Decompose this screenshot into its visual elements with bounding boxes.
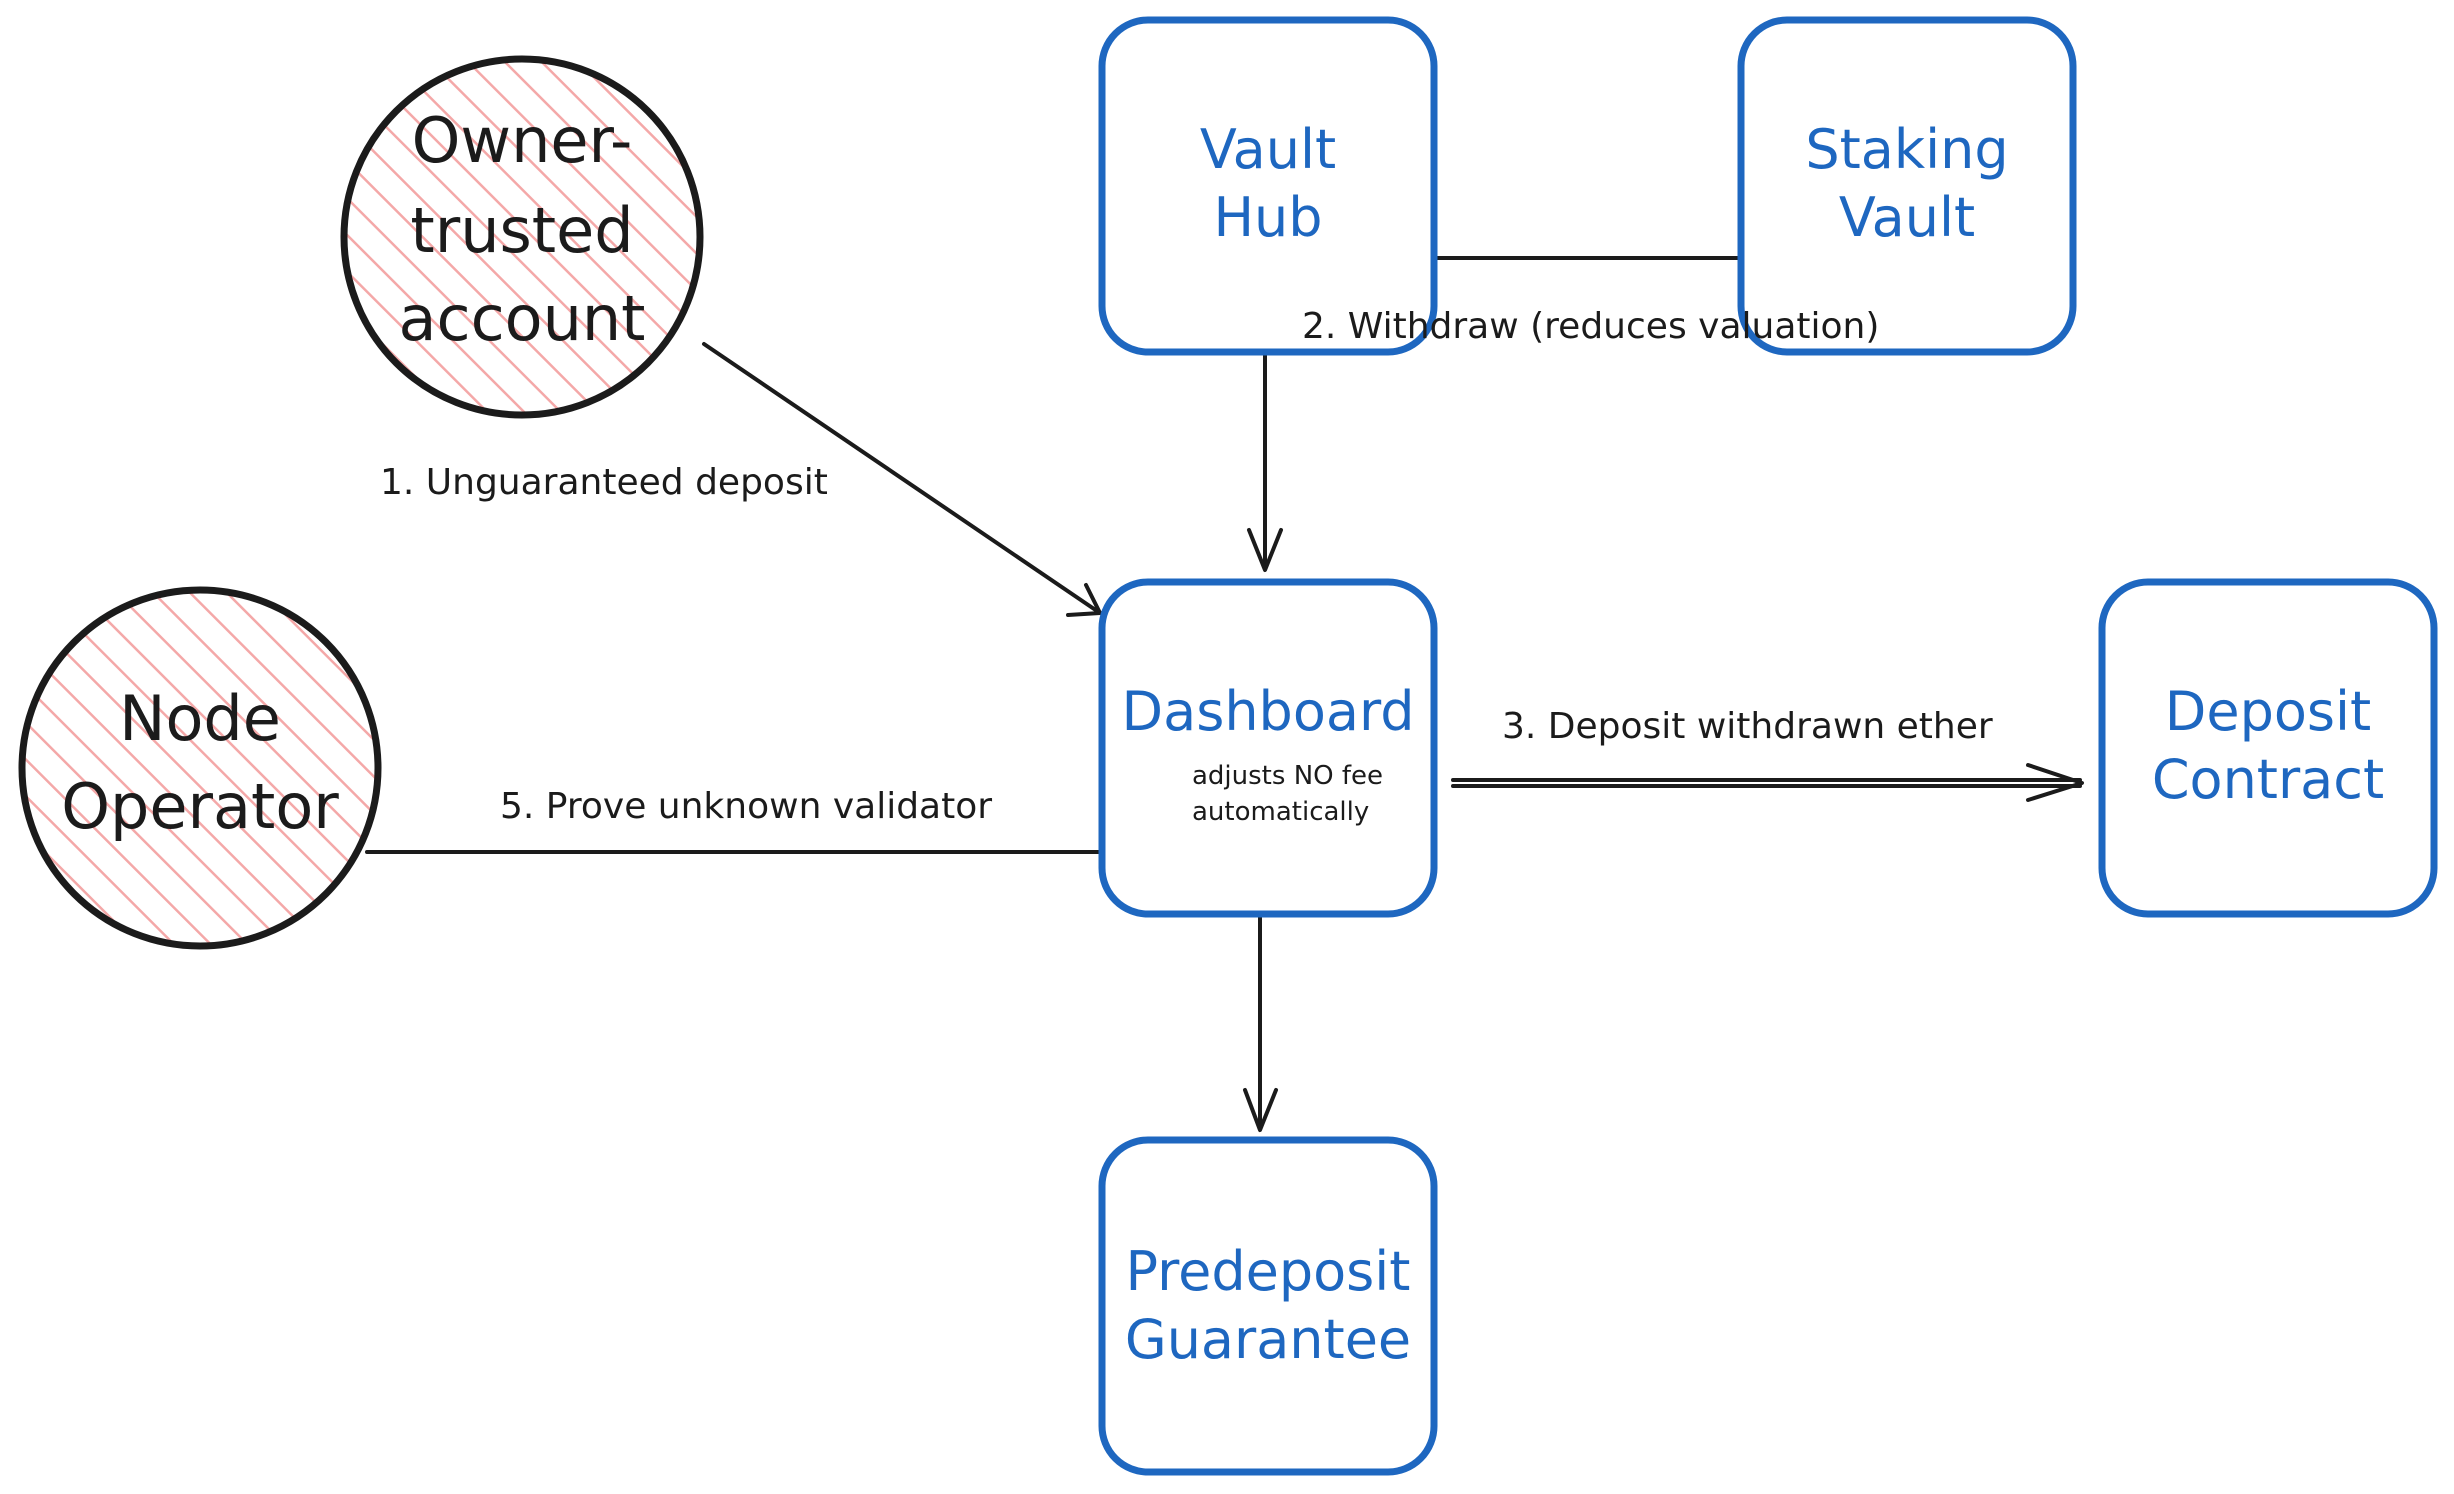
owner-trusted-account-label-line-1: Owner- bbox=[412, 104, 633, 177]
vault-hub-label-line-1: Vault bbox=[1200, 118, 1336, 181]
dashboard-node: Dashboard adjusts NO fee automatically bbox=[1098, 578, 1438, 918]
dashboard-note-line-2: automatically bbox=[1192, 797, 1369, 827]
unguaranteed-deposit-label: 1. Unguaranteed deposit bbox=[380, 462, 828, 503]
predeposit-guarantee-node: Predeposit Guarantee bbox=[1098, 1136, 1438, 1476]
vault-hub-label-line-2: Hub bbox=[1213, 186, 1322, 249]
dashboard-note-line-1: adjusts NO fee bbox=[1192, 761, 1383, 791]
owner-trusted-account-actor: Owner- trusted account bbox=[340, 55, 704, 419]
dashboard-label: Dashboard bbox=[1122, 680, 1415, 743]
edge-unguaranteed-deposit bbox=[702, 342, 1102, 617]
prove-unknown-validator-label: 5. Prove unknown validator bbox=[500, 786, 992, 827]
node-operator-label-line-2: Operator bbox=[61, 770, 339, 843]
deposit-contract-node: Deposit Contract bbox=[2098, 578, 2438, 918]
deposit-contract-label-line-1: Deposit bbox=[2165, 680, 2371, 743]
owner-trusted-account-label-line-2: trusted bbox=[410, 194, 633, 267]
node-operator-actor: Node Operator bbox=[18, 586, 382, 950]
edge-deposit-withdrawn-ether bbox=[1451, 763, 2084, 802]
staking-vault-label-line-2: Vault bbox=[1839, 186, 1975, 249]
predeposit-guarantee-label-line-1: Predeposit bbox=[1126, 1240, 1411, 1303]
staking-vault-node: Staking Vault bbox=[1737, 16, 2077, 356]
node-operator-label-line-1: Node bbox=[119, 682, 281, 755]
predeposit-guarantee-label-line-2: Guarantee bbox=[1125, 1308, 1411, 1371]
staking-vault-label-line-1: Staking bbox=[1805, 118, 2008, 181]
withdraw-label: 2. Withdraw (reduces valuation) bbox=[1302, 306, 1879, 347]
vault-hub-node: Vault Hub bbox=[1098, 16, 1438, 356]
owner-trusted-account-label-line-3: account bbox=[398, 282, 645, 355]
deposit-contract-label-line-2: Contract bbox=[2152, 748, 2384, 811]
deposit-withdrawn-ether-label: 3. Deposit withdrawn ether bbox=[1502, 706, 1993, 747]
